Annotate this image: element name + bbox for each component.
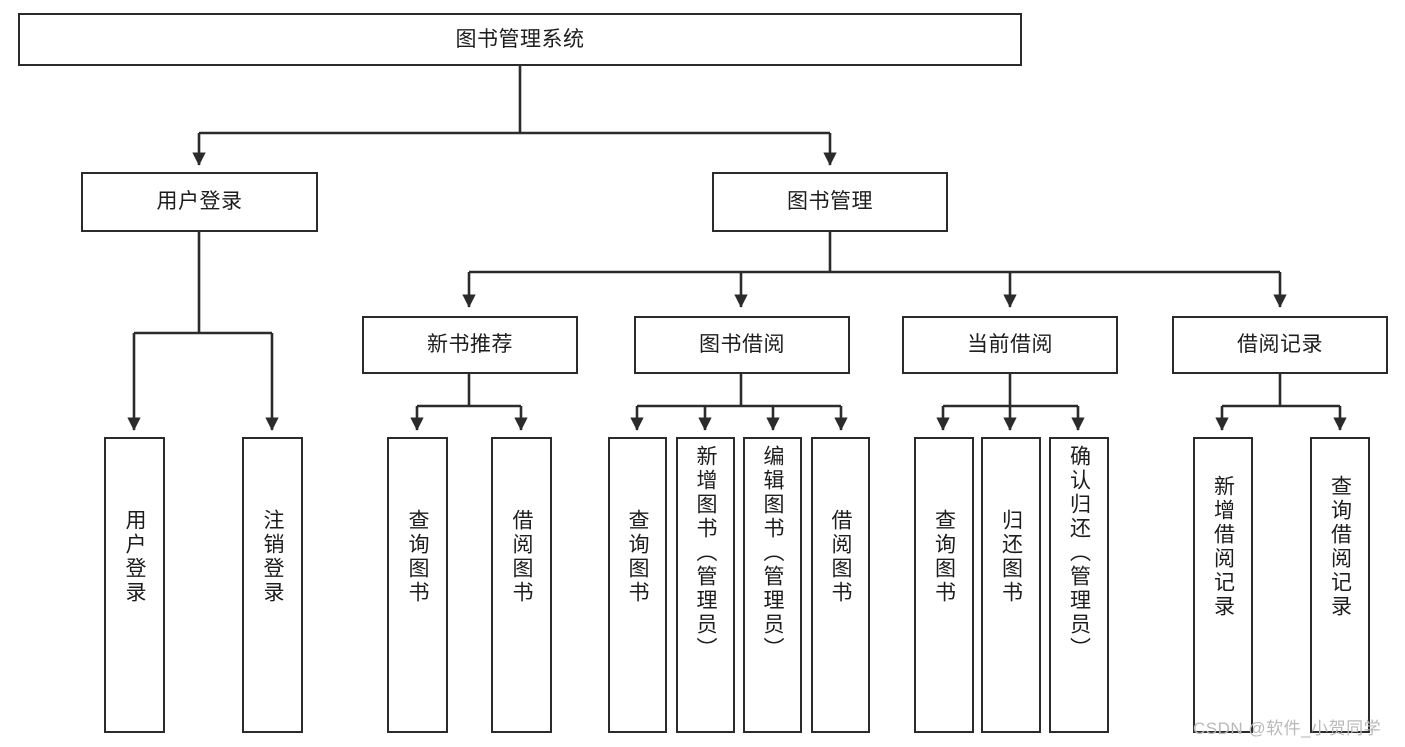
leaf-new-book-query-book[interactable]: 查询图书 (387, 437, 448, 733)
node-label: 借阅记录 (1237, 333, 1323, 357)
leaf-borrow-record-add-record[interactable]: 新增借阅记录 (1193, 437, 1253, 733)
node-borrow-record[interactable]: 借阅记录 (1172, 316, 1388, 374)
node-book-borrow[interactable]: 图书借阅 (634, 316, 850, 374)
node-label: 查询借阅记录 (1328, 475, 1352, 619)
leaf-new-book-borrow-book[interactable]: 借阅图书 (491, 437, 552, 733)
node-label: 确认归还（管理员） (1067, 445, 1091, 661)
node-label: 借阅图书 (510, 509, 533, 605)
node-root-library-system[interactable]: 图书管理系统 (18, 13, 1022, 66)
node-label: 注销登录 (261, 509, 284, 605)
leaf-book-borrow-borrow-book[interactable]: 借阅图书 (811, 437, 870, 733)
node-label: 新书推荐 (427, 333, 513, 357)
node-book-management[interactable]: 图书管理 (712, 172, 948, 232)
leaf-current-borrow-query-book[interactable]: 查询图书 (914, 437, 974, 733)
node-user-login[interactable]: 用户登录 (81, 172, 318, 232)
node-label: 用户登录 (156, 190, 243, 214)
node-label: 查询图书 (626, 509, 649, 605)
leaf-borrow-record-query-record[interactable]: 查询借阅记录 (1310, 437, 1370, 733)
leaf-user-login-login[interactable]: 用户登录 (104, 437, 165, 733)
leaf-book-borrow-query-book[interactable]: 查询图书 (608, 437, 667, 733)
node-label: 新增图书（管理员） (694, 445, 717, 661)
node-label: 查询图书 (932, 509, 956, 605)
leaf-current-borrow-return-book[interactable]: 归还图书 (981, 437, 1041, 733)
node-label: 图书借阅 (699, 333, 785, 357)
node-label: 用户登录 (123, 509, 146, 605)
node-label: 当前借阅 (967, 333, 1053, 357)
node-label: 编辑图书（管理员） (761, 445, 784, 661)
node-new-book-recommend[interactable]: 新书推荐 (362, 316, 578, 374)
node-label: 查询图书 (406, 509, 429, 605)
leaf-book-borrow-edit-book-admin[interactable]: 编辑图书（管理员） (743, 437, 802, 733)
node-label: 借阅图书 (829, 509, 852, 605)
leaf-book-borrow-add-book-admin[interactable]: 新增图书（管理员） (676, 437, 735, 733)
node-label: 图书管理系统 (455, 27, 585, 51)
node-current-borrow[interactable]: 当前借阅 (902, 316, 1118, 374)
leaf-current-borrow-confirm-return-admin[interactable]: 确认归还（管理员） (1049, 437, 1109, 733)
node-label: 新增借阅记录 (1211, 475, 1235, 619)
node-label: 图书管理 (787, 190, 873, 214)
leaf-user-login-logout[interactable]: 注销登录 (242, 437, 303, 733)
node-label: 归还图书 (999, 509, 1023, 605)
